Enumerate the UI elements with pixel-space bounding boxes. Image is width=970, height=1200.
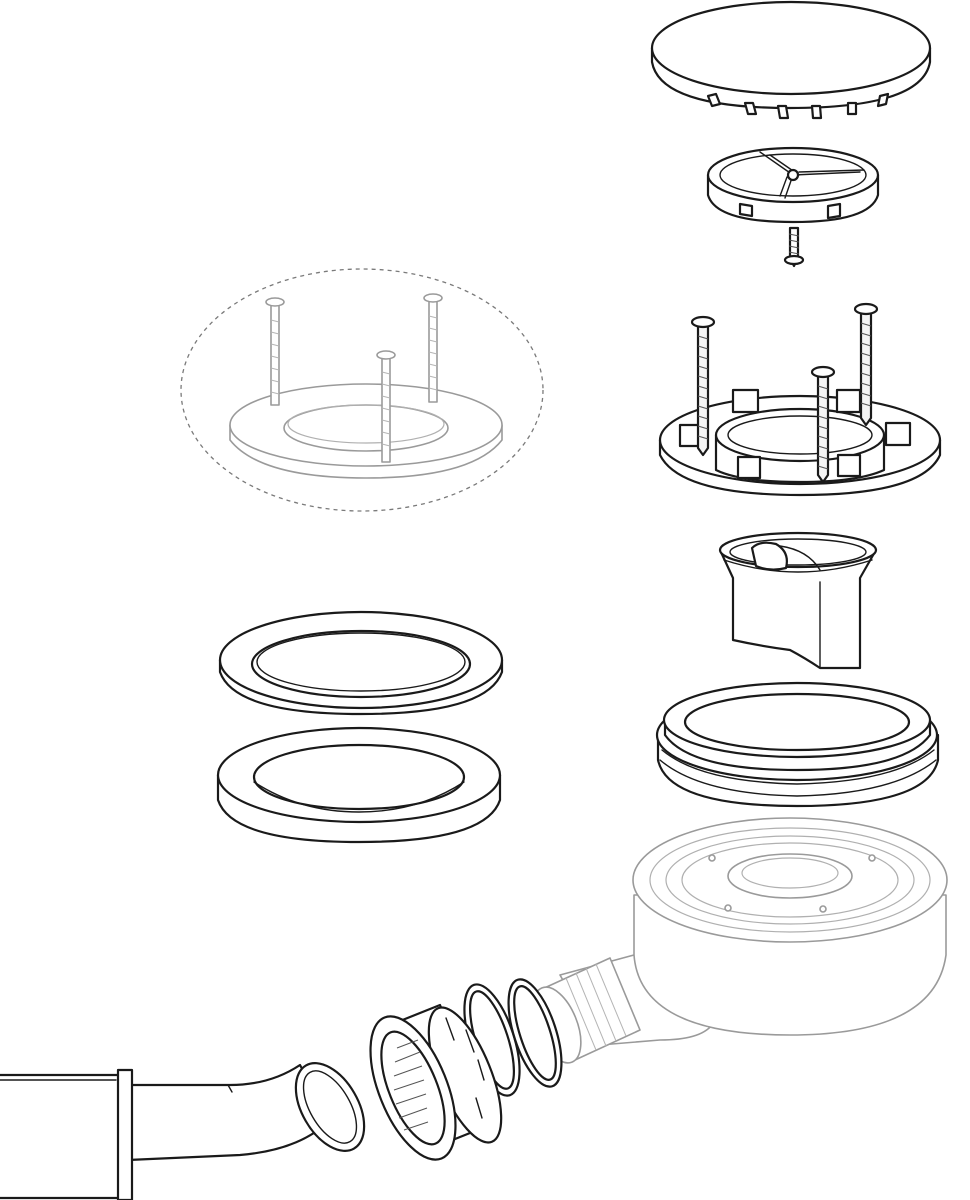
flat-gasket-thick — [216, 726, 502, 844]
odor-trap-cup — [718, 531, 878, 670]
strainer-insert — [706, 146, 880, 224]
flat-gasket-thin — [218, 610, 504, 716]
union-nut — [369, 1003, 503, 1161]
flange-screw — [810, 365, 836, 484]
flange-screw — [690, 315, 716, 457]
flange-detail-ghost — [180, 268, 544, 512]
cap-screw — [783, 226, 805, 268]
elbow-pipe — [0, 1062, 366, 1200]
trap-body — [532, 817, 948, 1064]
cover-cap — [650, 0, 932, 120]
threaded-seal-ring — [655, 681, 940, 808]
flange-plate-with-screws — [658, 302, 942, 497]
o-ring-small — [507, 978, 563, 1088]
flange-screw — [853, 302, 879, 427]
